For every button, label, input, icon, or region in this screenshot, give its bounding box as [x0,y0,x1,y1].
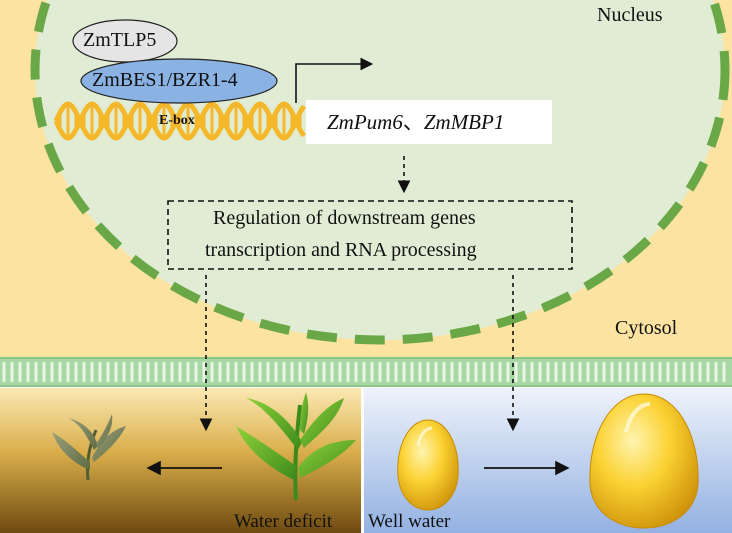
regulation-line-2: transcription and RNA processing [205,239,477,261]
plasma-membrane [0,357,732,387]
zmmbp1-gene: ZmMBP1 [423,110,505,134]
regulation-line-1: Regulation of downstream genes [213,207,476,229]
wilted-seedling-icon [52,414,126,481]
zmbes1-label: ZmBES1/BZR1-4 [92,69,238,91]
regulation-box [167,200,573,270]
gene-separator: 、 [402,110,424,134]
zmtlp5-label: ZmTLP5 [83,29,157,51]
water-deficit-label: Water deficit [234,511,333,532]
small-kernel-icon [397,419,459,511]
healthy-seedling-icon [236,392,356,501]
target-genes-label: ZmPum6、ZmMBP1 [327,112,504,133]
well-water-label: Well water [368,511,451,532]
zmpum6-gene: ZmPum6 [327,110,403,134]
target-genes-box [306,100,552,144]
large-kernel-icon [589,393,699,529]
panel-divider [361,388,364,533]
transcription-start-arrow [295,57,374,103]
ebox-label: E-box [159,113,195,128]
cytosol-label: Cytosol [615,317,678,339]
dna-helix [53,101,307,141]
nuclear-envelope [30,0,730,345]
zmbes1-protein [80,58,278,104]
nucleus-label: Nucleus [597,4,663,26]
